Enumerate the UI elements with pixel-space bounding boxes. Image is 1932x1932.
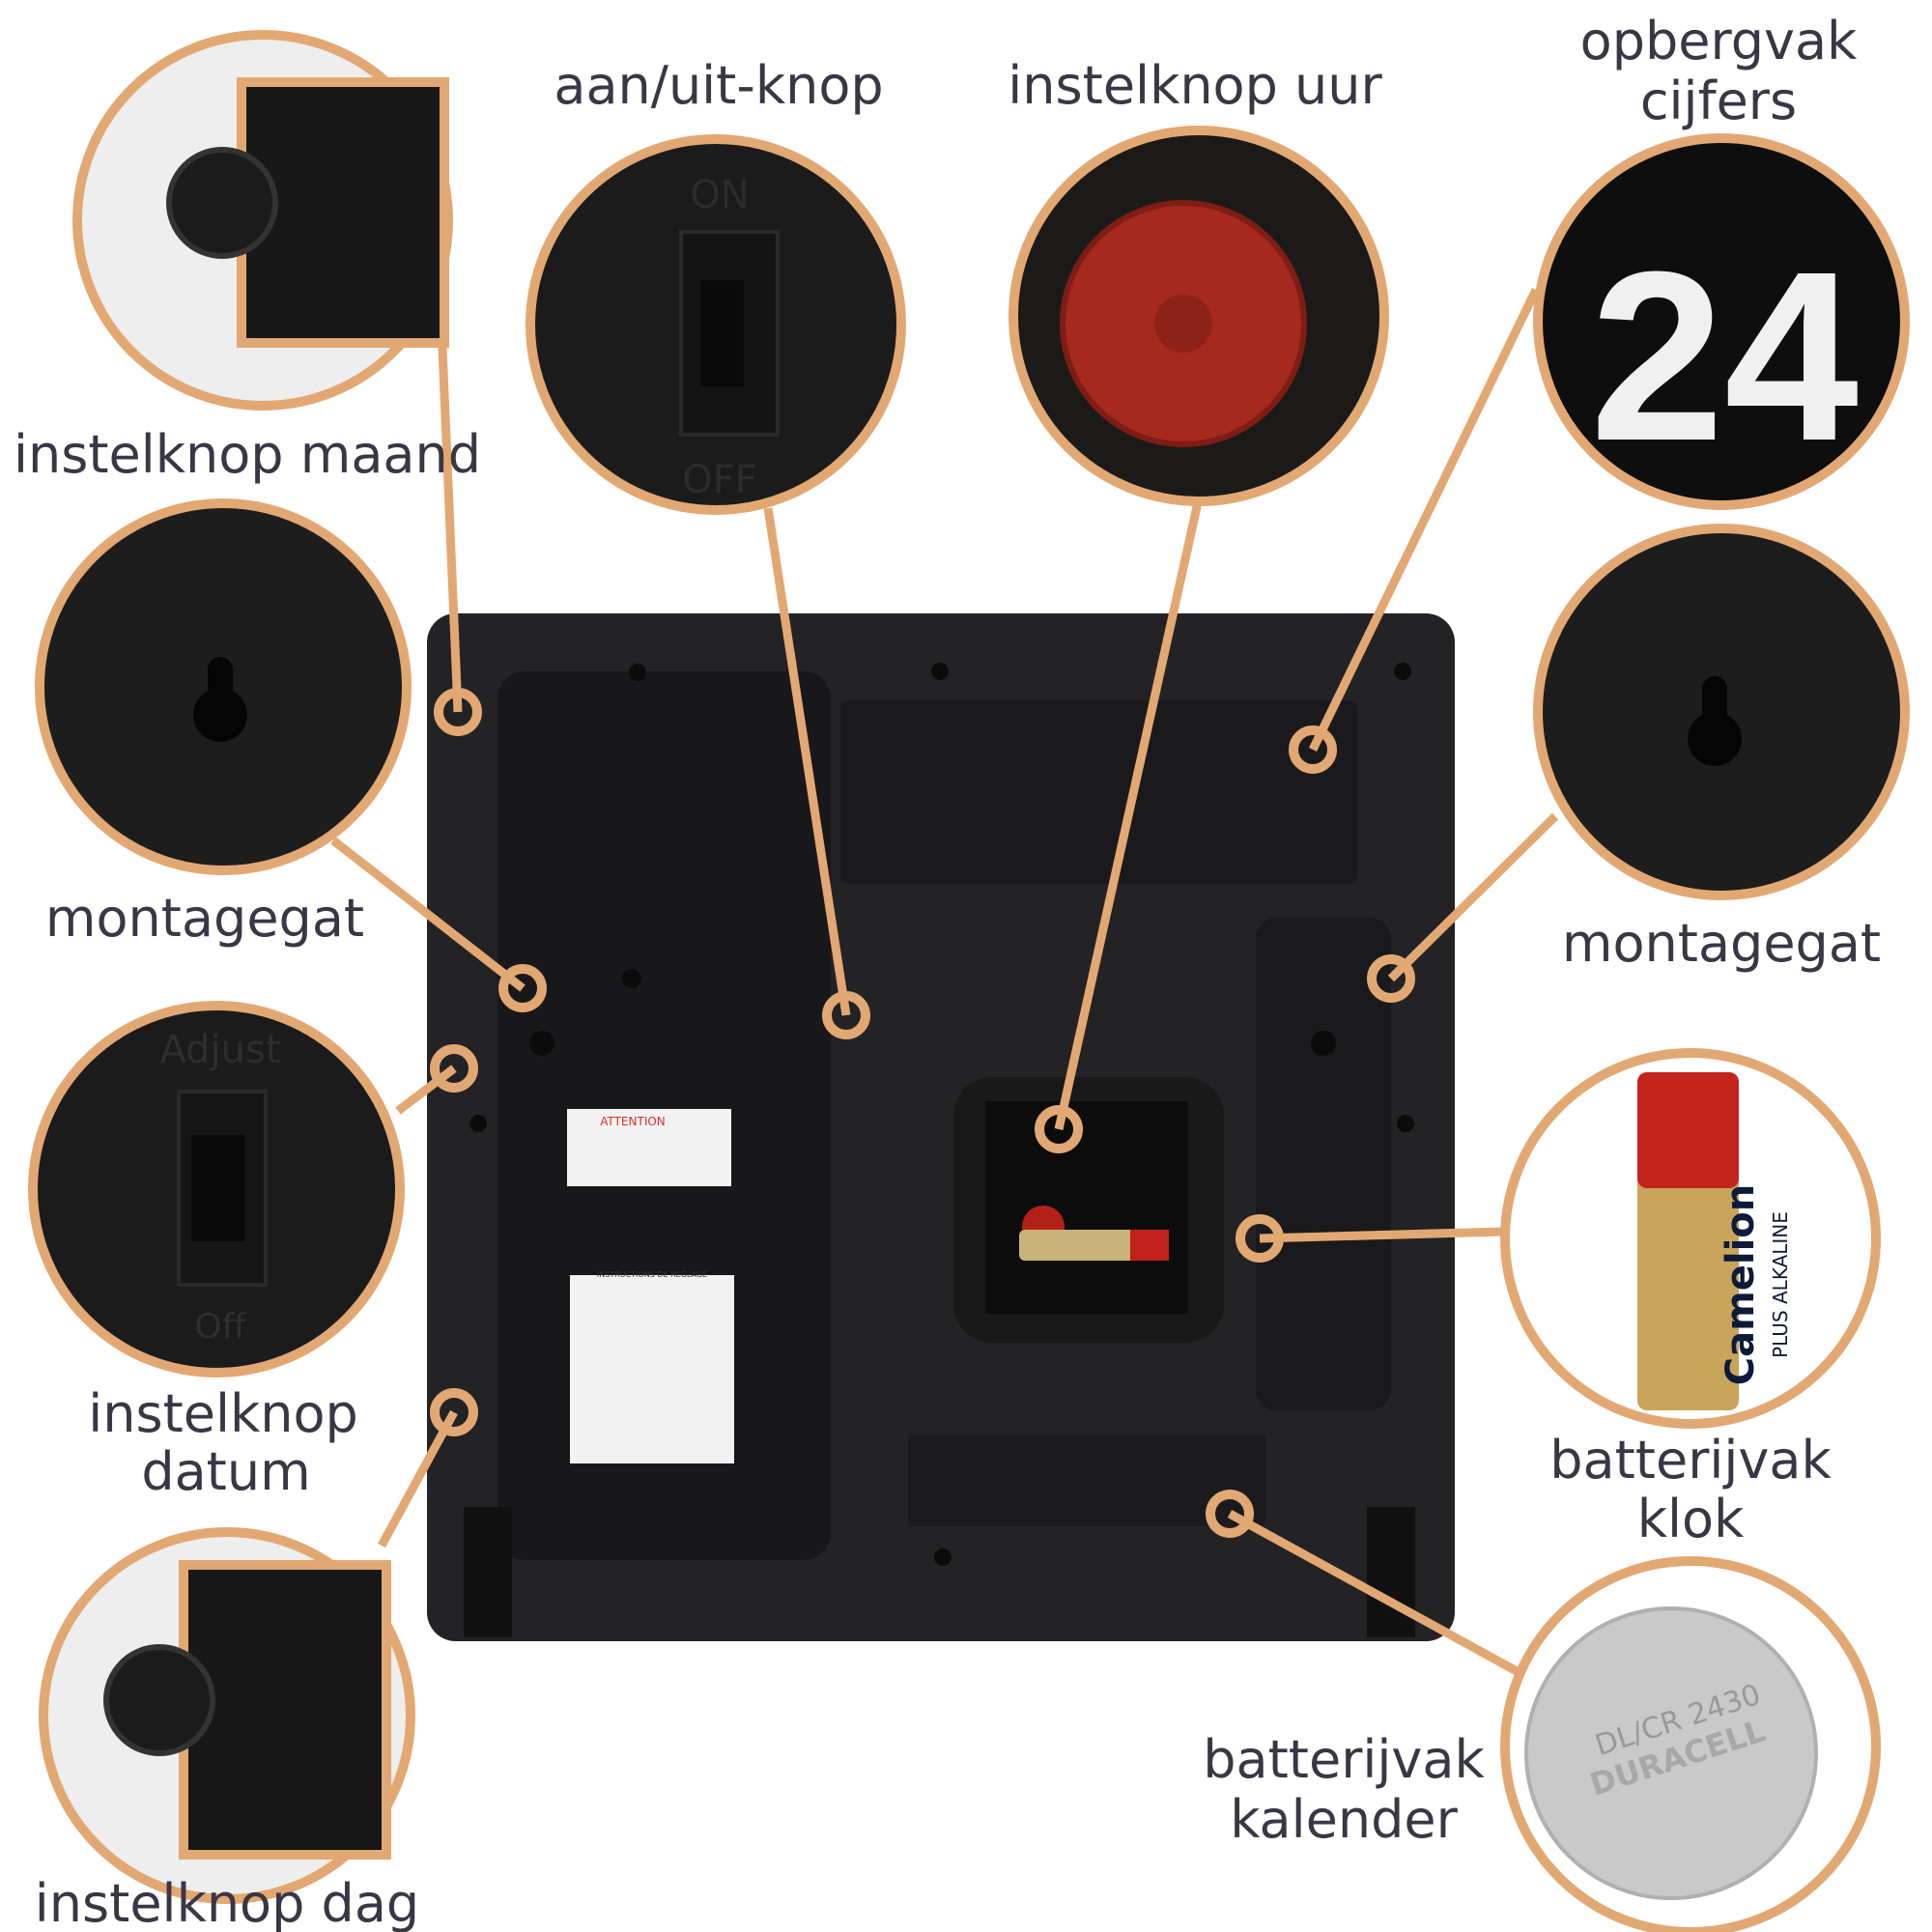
- label-digits-1: opbergvak: [1579, 11, 1858, 71]
- attention-title: ATTENTION: [600, 1115, 666, 1128]
- detail-on-off-switch: ON OFF: [526, 134, 906, 515]
- instructions-sticker: [570, 1275, 734, 1463]
- digits-text: 24: [1590, 221, 1859, 491]
- label-hour: instelknop uur: [1008, 55, 1382, 116]
- adjust-off-text: Off: [194, 1307, 246, 1347]
- callout-lines: [330, 279, 1559, 1675]
- off-text: OFF: [682, 458, 757, 502]
- detail-month-knob: [72, 30, 453, 411]
- detail-aa-battery: Camelion PLUS ALKALINE: [1500, 1048, 1881, 1429]
- detail-hour-knob: [1009, 126, 1389, 506]
- detail-coin-battery: DL/CR 2430 DURACELL: [1500, 1556, 1881, 1932]
- adjust-text: Adjust: [159, 1028, 280, 1072]
- label-month: instelknop maand: [13, 424, 482, 485]
- instructions-title: INSTRUCTIONS DE REGLAGE: [597, 1270, 707, 1279]
- detail-digit-storage: 24: [1533, 133, 1910, 510]
- clock-back: ATTENTION INSTRUCTIONS DE REGLAGE: [427, 613, 1455, 1641]
- label-mount-right: montagegat: [1561, 913, 1882, 974]
- attention-sticker: [567, 1109, 731, 1186]
- label-clock-battery-2: klok: [1636, 1489, 1745, 1549]
- label-clock-battery-1: batterijvak: [1549, 1430, 1832, 1491]
- label-mount-left: montagegat: [44, 888, 365, 949]
- detail-mount-hole-left: [35, 498, 412, 875]
- label-calendar-battery-2: kalender: [1230, 1789, 1458, 1850]
- detail-mount-hole-right: [1533, 524, 1910, 900]
- battery-type-text: PLUS ALKALINE: [1769, 1211, 1792, 1358]
- label-day: instelknop dag: [34, 1873, 420, 1932]
- label-date-1: instelknop: [88, 1383, 358, 1444]
- callout-dots: [430, 688, 1415, 1538]
- detail-adjust-switch: Adjust Off: [28, 1001, 405, 1378]
- label-digits-2: cijfers: [1639, 71, 1798, 131]
- battery-brand-text: Camelion: [1719, 1184, 1763, 1386]
- detail-day-knob: [39, 1527, 415, 1904]
- on-text: ON: [690, 173, 749, 217]
- label-calendar-battery-1: batterijvak: [1203, 1729, 1485, 1790]
- label-on-off: aan/uit-knop: [554, 55, 884, 116]
- label-date-2: datum: [141, 1441, 311, 1502]
